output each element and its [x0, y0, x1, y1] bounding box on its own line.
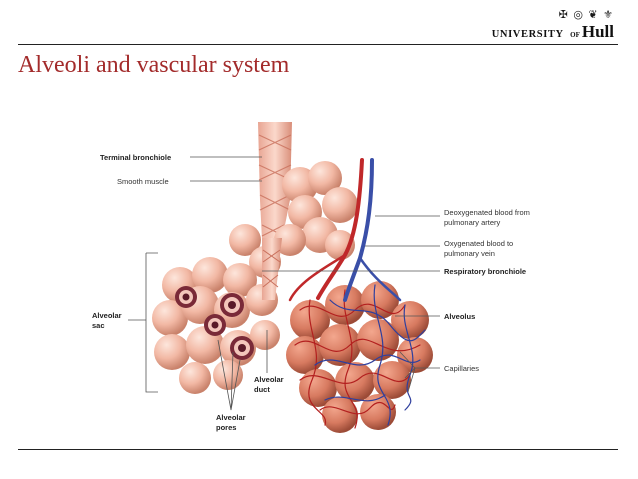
label-alveolar-sac-line1: Alveolar [92, 311, 122, 320]
diagram-labels: Terminal bronchiole Smooth muscle Deoxyg… [92, 153, 530, 432]
label-alveolar-pores-line1: Alveolar [216, 413, 246, 422]
top-divider [18, 44, 618, 45]
alveolar-duct-shape [262, 238, 282, 300]
label-deoxygenated-line1: Deoxygenated blood from [444, 208, 530, 217]
label-alveolar-sac-line2: sac [92, 321, 105, 330]
alveolar-pore-openings [175, 286, 254, 360]
label-alveolus: Alveolus [444, 312, 475, 321]
vascular-alveoli-cluster [286, 281, 433, 433]
label-alveolar-duct-line2: duct [254, 385, 270, 394]
alveolar-sac-shape [152, 257, 280, 394]
pulmonary-artery-vessel [343, 158, 374, 302]
label-alveolar-pores-line2: pores [216, 423, 236, 432]
label-smooth-muscle: Smooth muscle [117, 177, 169, 186]
bottom-divider [18, 449, 618, 450]
label-deoxygenated-line2: pulmonary artery [444, 218, 501, 227]
label-respiratory-bronchiole: Respiratory bronchiole [444, 267, 526, 276]
label-alveolar-duct-line1: Alveolar [254, 375, 284, 384]
label-oxygenated-line1: Oxygenated blood to [444, 239, 513, 248]
leader-lines [128, 156, 440, 411]
pulmonary-vessels [288, 158, 402, 302]
label-terminal-bronchiole: Terminal bronchiole [100, 153, 171, 162]
capillary-network [294, 284, 426, 429]
terminal-bronchiole-shape [258, 122, 292, 240]
crest-icon: ✠ ◎ ❦ ⚜ [558, 8, 614, 21]
slide-title: Alveoli and vascular system [18, 52, 290, 78]
label-capillaries: Capillaries [444, 364, 479, 373]
label-oxygenated-line2: pulmonary vein [444, 249, 495, 258]
